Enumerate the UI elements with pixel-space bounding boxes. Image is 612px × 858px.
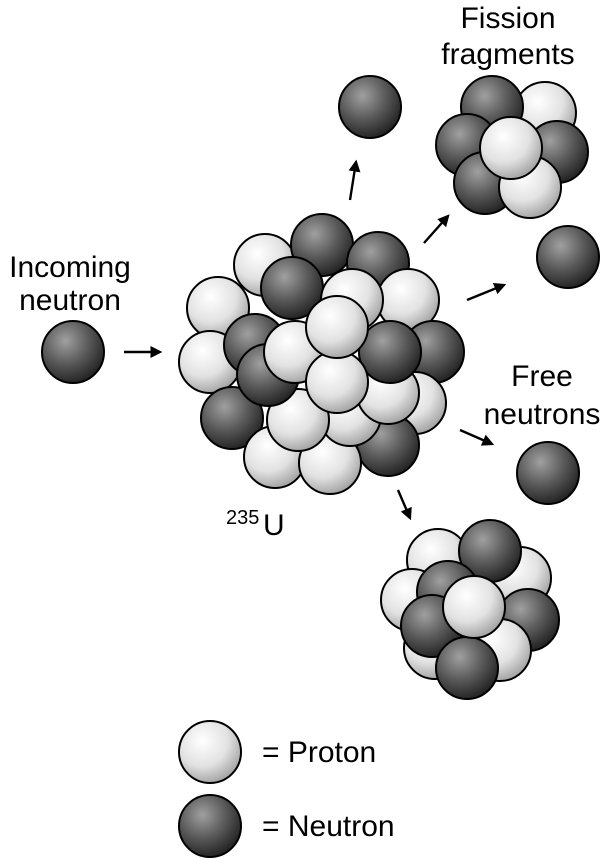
arrow-to-top-neutron xyxy=(348,159,361,201)
fission-fragment-bottom xyxy=(380,519,560,700)
arrow-to-bottom-fragment xyxy=(396,489,412,521)
arrow-to-top-fragment xyxy=(423,214,450,244)
legend-proton-swatch xyxy=(178,720,242,784)
incoming-label-line2: neutron xyxy=(19,284,121,317)
arrow-to-right-neutron xyxy=(466,283,507,302)
free-neutrons-label-line2: neutrons xyxy=(484,398,601,431)
incoming-neutron xyxy=(41,320,105,384)
legend-neutron-swatch xyxy=(178,794,242,858)
uranium-nucleus xyxy=(178,213,465,495)
fission-fragment-top xyxy=(435,75,589,219)
fission-label-line1: Fission xyxy=(460,2,555,35)
legend-neutron-label: = Neutron xyxy=(262,810,395,843)
uranium-symbol: U xyxy=(263,509,285,542)
legend: = Proton = Neutron xyxy=(178,720,395,858)
legend-proton-label: = Proton xyxy=(262,736,376,769)
fission-label-line2: fragments xyxy=(441,38,574,71)
arrow-to-lower-neutron xyxy=(459,428,495,446)
free-neutrons-label-line1: Free xyxy=(511,360,573,393)
free-neutron-top xyxy=(338,75,402,139)
free-neutron-right xyxy=(536,225,600,289)
free-neutron-lower xyxy=(516,441,580,505)
uranium-mass-number: 235 xyxy=(226,507,259,529)
incoming-label-line1: Incoming xyxy=(9,251,131,284)
